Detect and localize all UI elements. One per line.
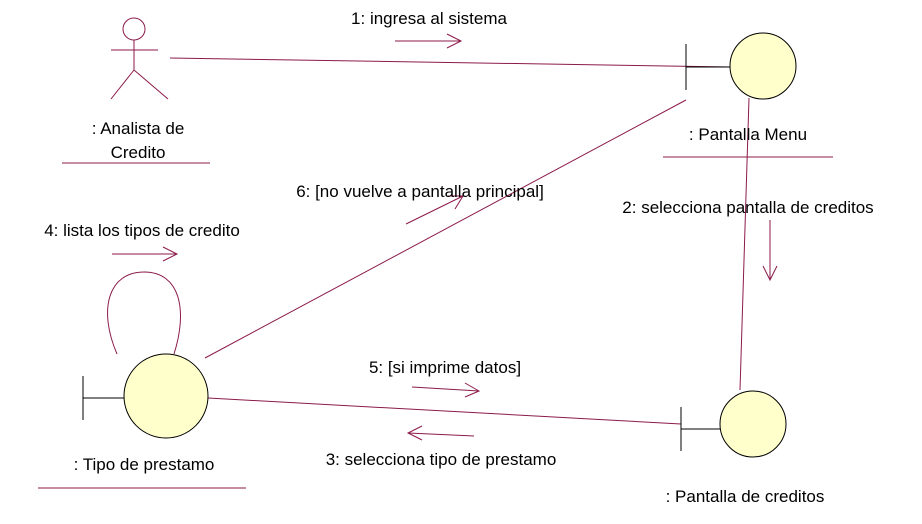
link-actor-menu	[169, 57, 731, 68]
actor-label-line2: Credito	[111, 143, 166, 162]
actor-head	[122, 17, 146, 41]
pantalla-menu-label: : Pantalla Menu	[689, 125, 807, 144]
message-2-label: 2: selecciona pantalla de creditos	[622, 198, 873, 217]
pantalla-creditos-label: : Pantalla de creditos	[666, 487, 825, 506]
link-tipo-menu	[204, 99, 687, 359]
link-tipo-creditos	[207, 397, 682, 425]
boundary-pantalla-menu[interactable]	[685, 32, 797, 100]
arrow-m4	[112, 246, 179, 262]
actor-leg-right	[133, 69, 169, 100]
actor-analista[interactable]	[110, 17, 169, 100]
arrow-m1	[395, 33, 463, 49]
tipo-prestamo-label: : Tipo de prestamo	[74, 455, 215, 474]
message-3-label: 3: selecciona tipo de prestamo	[326, 450, 557, 469]
boundary-circle	[123, 353, 209, 439]
actor-label-line1: : Analista de	[92, 119, 185, 138]
arrow-m2	[762, 220, 778, 282]
links	[107, 57, 750, 425]
arrow-m6	[405, 195, 464, 225]
boundary-tipo-prestamo[interactable]	[82, 353, 209, 439]
underlines	[38, 156, 833, 489]
boundary-pantalla-creditos[interactable]	[680, 390, 787, 458]
message-4-label: 4: lista los tipos de credito	[44, 221, 240, 240]
message-6-label: 6: [no vuelve a pantalla principal]	[296, 182, 544, 201]
message-1-label: 1: ingresa al sistema	[351, 9, 507, 28]
message-arrows	[112, 33, 778, 441]
message-5-label: 5: [si imprime datos]	[369, 358, 521, 377]
boundary-circle	[729, 32, 797, 100]
actor-leg-left	[110, 69, 135, 100]
arrow-m5	[411, 382, 481, 398]
boundary-circle	[719, 390, 787, 458]
self-loop-tipo	[107, 271, 181, 355]
link-menu-creditos	[739, 97, 750, 391]
arrow-m3	[406, 425, 475, 441]
